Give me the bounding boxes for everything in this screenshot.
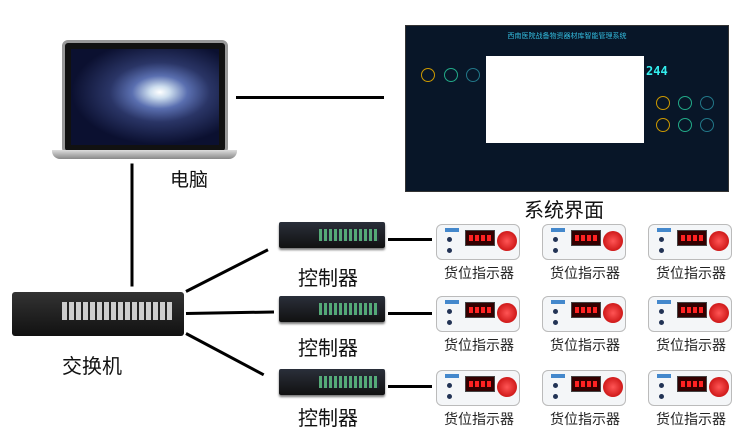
- indicator-image: [436, 224, 520, 260]
- count-readout: 244: [646, 64, 668, 78]
- indicator-label: 货位指示器: [656, 266, 726, 282]
- controller-image: [279, 296, 385, 322]
- laptop-image: [62, 40, 228, 154]
- indicator-image: [542, 296, 626, 332]
- indicator-image: [542, 224, 626, 260]
- controller-label: 控制器: [298, 336, 358, 360]
- indicator-label: 货位指示器: [550, 412, 620, 428]
- indicator-label: 货位指示器: [550, 266, 620, 282]
- indicator-image: [436, 370, 520, 406]
- indicator-image: [436, 296, 520, 332]
- screen-title: 西南医院战备物资器材库智能管理系统: [507, 32, 627, 40]
- indicator-label: 货位指示器: [444, 266, 514, 282]
- controller-label: 控制器: [298, 266, 358, 290]
- connector-laptop-switch: [130, 163, 134, 287]
- connector-switch-controller-1: [185, 248, 269, 293]
- connector-controller-indicator-3: [388, 385, 432, 388]
- laptop-base: [52, 150, 237, 159]
- indicator-image: [648, 296, 732, 332]
- indicator-image: [648, 224, 732, 260]
- system-ui-screenshot: 西南医院战备物资器材库智能管理系统 244: [405, 25, 729, 192]
- indicator-label: 货位指示器: [656, 338, 726, 354]
- controller-label: 控制器: [298, 406, 358, 430]
- indicator-image: [542, 370, 626, 406]
- system-ui-label: 系统界面: [524, 198, 604, 222]
- connector-switch-controller-3: [185, 332, 265, 377]
- indicator-label: 货位指示器: [550, 338, 620, 354]
- indicator-label: 货位指示器: [444, 338, 514, 354]
- indicator-label: 货位指示器: [656, 412, 726, 428]
- computer-label: 电脑: [170, 169, 209, 191]
- connector-switch-controller-2: [185, 310, 275, 315]
- indicator-label: 货位指示器: [444, 412, 514, 428]
- controller-image: [279, 222, 385, 248]
- connector-controller-indicator-2: [388, 312, 432, 315]
- switch-label: 交换机: [62, 354, 122, 378]
- warehouse-panel: [486, 56, 644, 143]
- switch-image: [12, 292, 184, 336]
- indicator-image: [648, 370, 732, 406]
- connector-controller-indicator-1: [388, 238, 432, 241]
- connector-laptop-screen: [236, 96, 384, 99]
- controller-image: [279, 369, 385, 395]
